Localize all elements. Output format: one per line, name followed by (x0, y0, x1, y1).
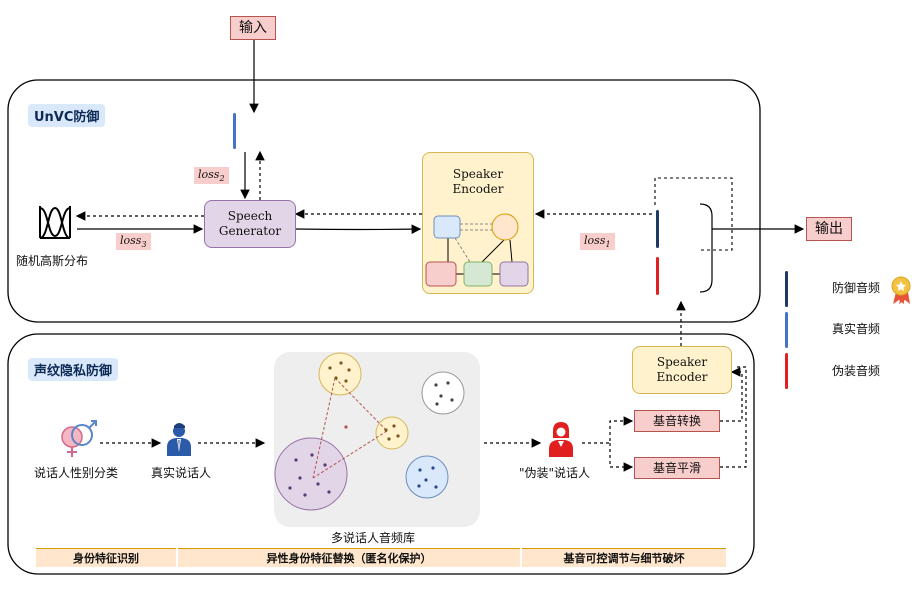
input-box: 输入 (230, 16, 276, 40)
speaker-encoder-top-node: Speaker Encoder (422, 152, 534, 294)
legend-fake-label: 伪装音频 (832, 364, 881, 378)
fake-audio-waveform-icon (656, 257, 659, 295)
legend-defended-label: 防御音频 (832, 281, 881, 295)
footer-identity-recognition: 身份特征识别 (36, 548, 176, 567)
fake-speaker-icon (549, 422, 573, 457)
legend-real-waveform-icon (785, 312, 788, 348)
waveform-bar (785, 323, 788, 337)
pitch-smooth-to-encoder-arrow (720, 366, 747, 468)
gender-classification-label: 说话人性别分类 (34, 466, 119, 480)
database-label: 多说话人音频库 (331, 531, 416, 545)
waveform-bar (656, 222, 659, 236)
loss3-label: loss3 (116, 233, 151, 251)
voiceprint-defense-title: 声纹隐私防御 (28, 358, 119, 381)
waveform-bar (785, 282, 788, 296)
pitch-shift-box: 基音转换 (634, 410, 720, 432)
gaussian-label: 随机高斯分布 (16, 254, 89, 268)
legend-real-label: 真实音频 (832, 322, 881, 336)
to-pitch-shift-arrow (582, 416, 634, 444)
loss1-label: loss1 (580, 233, 615, 251)
speaker-encoder-bottom-node: Speaker Encoder (632, 346, 732, 394)
waveform-bar (233, 124, 236, 138)
to-pitch-smooth-arrow (609, 443, 634, 472)
footer-pitch-adjustment: 基音可控调节与细节破坏 (522, 548, 726, 567)
gaussian-distribution-icon (39, 206, 71, 239)
defended-audio-waveform-icon (656, 210, 659, 248)
fake-speaker-label: "伪装"说话人 (519, 466, 591, 480)
pitch-smooth-box: 基音平滑 (634, 457, 720, 479)
speaker-clusters (274, 352, 465, 511)
unvc-defense-title: UnVC防御 (28, 104, 106, 127)
real-speaker-icon (167, 423, 191, 456)
gender-icon (61, 420, 97, 457)
output-box: 输出 (806, 217, 852, 241)
legend-fake-waveform-icon (785, 353, 788, 389)
waveform-bracket (699, 203, 713, 293)
waveform-bar (656, 269, 659, 283)
output-feedback-loop (654, 177, 733, 251)
real-speaker-label: 真实说话人 (151, 466, 212, 480)
bottom-section-frame (7, 333, 755, 575)
waveform-bar (785, 364, 788, 378)
speech-generator-node: Speech Generator (204, 200, 296, 248)
loss2-label: loss2 (194, 167, 229, 185)
footer-identity-replacement: 异性身份特征替换（匿名化保护） (178, 548, 520, 567)
legend-defended-waveform-icon (785, 271, 788, 307)
generator-to-encoder-arrow (295, 224, 422, 234)
medal-icon (891, 276, 911, 304)
top-section-frame (7, 79, 761, 323)
real-audio-waveform-icon (233, 113, 236, 149)
